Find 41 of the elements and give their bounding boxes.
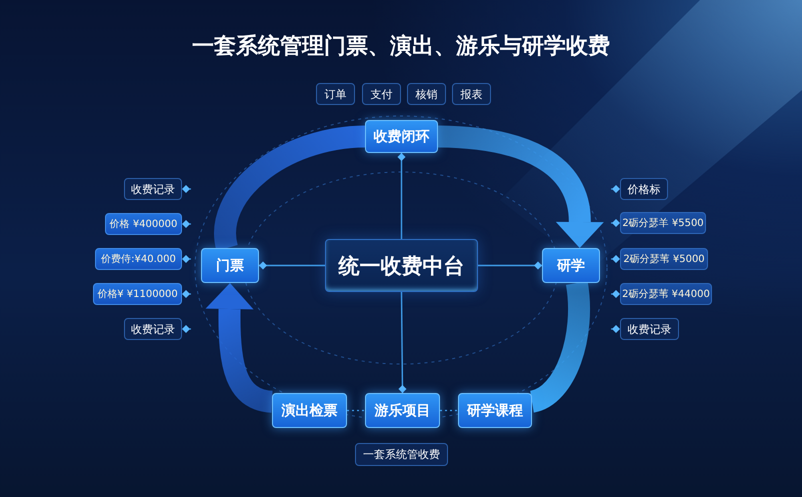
- dotted-line: [182, 255, 191, 263]
- price-tag: 2砺分瑟苇 ¥5000: [620, 248, 708, 270]
- dotted-line: [611, 219, 620, 227]
- step-box: 收费闭环: [365, 120, 438, 153]
- title: 一套系统管理门票、演出、游乐与研学收费: [192, 33, 610, 61]
- hub-box: 统一收费中台: [325, 239, 478, 292]
- tag-box: 收费记录: [124, 178, 182, 200]
- tag-box: 支付: [362, 83, 401, 105]
- price-tag: 价格¥ ¥1100000: [93, 283, 182, 305]
- tag-box: 核销: [407, 83, 446, 105]
- price-tag: 2砺分瑟苇 ¥44000: [620, 283, 712, 305]
- tag-box: 订单: [316, 83, 355, 105]
- dotted-line: [611, 290, 620, 298]
- step-box: 研学课程: [458, 393, 532, 428]
- dotted-line: [440, 410, 458, 412]
- tag-box: 收费记录: [620, 318, 679, 340]
- dotted-line: [182, 290, 191, 298]
- dotted-line: [611, 255, 620, 263]
- tag-box: 价格标: [620, 178, 668, 200]
- tag-box: 一套系统管收费: [355, 443, 448, 466]
- tag-box: 报表: [452, 83, 491, 105]
- dotted-line: [347, 410, 365, 412]
- step-box: 研学: [542, 248, 600, 283]
- curved-band: [528, 282, 590, 412]
- step-box: 游乐项目: [365, 393, 440, 428]
- connector-line: [398, 153, 406, 239]
- dotted-line: [611, 325, 620, 333]
- step-box: 门票: [201, 248, 259, 283]
- connector-line: [478, 262, 542, 270]
- connector-line: [398, 292, 406, 393]
- price-tag: 价费侍:¥40.000: [95, 248, 182, 270]
- curved-band: [214, 126, 366, 250]
- step-box: 演出检票: [272, 393, 347, 428]
- dotted-line: [182, 325, 191, 333]
- tag-box: 收费记录: [124, 318, 182, 340]
- price-tag: 2砺分瑟羊 ¥5500: [620, 212, 706, 234]
- connector-line: [259, 262, 325, 270]
- price-tag: 价格 ¥400000: [105, 213, 182, 235]
- dotted-line: [182, 220, 191, 228]
- dotted-line: [611, 185, 620, 193]
- curved-arrow: [206, 283, 274, 413]
